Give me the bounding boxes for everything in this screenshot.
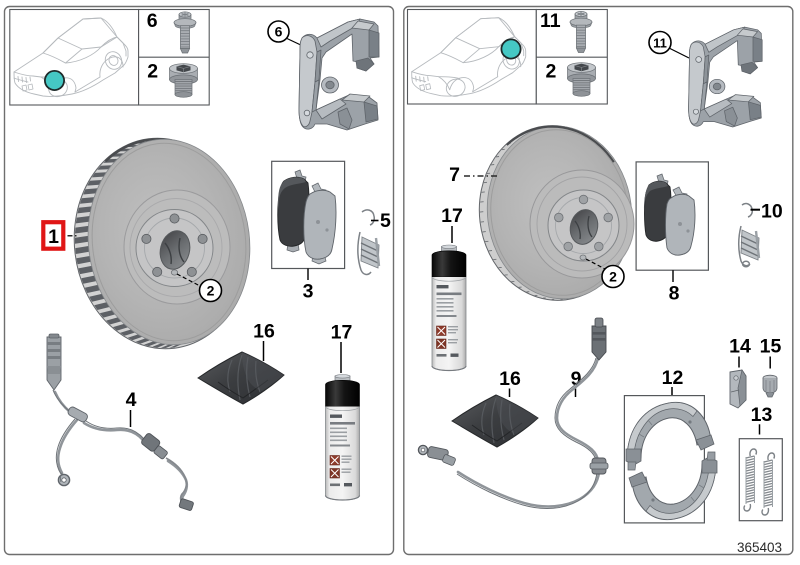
svg-text:6: 6 (275, 24, 283, 40)
svg-text:2: 2 (609, 269, 617, 285)
svg-text:6: 6 (147, 10, 158, 32)
svg-text:10: 10 (761, 201, 783, 223)
svg-text:16: 16 (253, 321, 275, 343)
svg-text:3: 3 (303, 281, 314, 303)
svg-text:8: 8 (669, 283, 680, 305)
svg-text:15: 15 (760, 336, 782, 358)
svg-text:17: 17 (441, 205, 463, 227)
svg-text:2: 2 (207, 283, 215, 299)
svg-text:4: 4 (126, 389, 137, 411)
svg-text:12: 12 (662, 367, 684, 389)
svg-text:2: 2 (546, 61, 557, 83)
svg-text:17: 17 (331, 322, 353, 344)
svg-text:7: 7 (449, 164, 460, 186)
svg-text:5: 5 (380, 210, 391, 232)
svg-text:365403: 365403 (737, 540, 782, 555)
svg-text:2: 2 (147, 61, 158, 83)
svg-text:13: 13 (751, 404, 773, 426)
svg-text:11: 11 (653, 35, 667, 50)
svg-text:11: 11 (540, 10, 561, 32)
svg-text:16: 16 (499, 368, 521, 390)
svg-text:14: 14 (729, 336, 751, 358)
svg-text:1: 1 (48, 226, 59, 248)
